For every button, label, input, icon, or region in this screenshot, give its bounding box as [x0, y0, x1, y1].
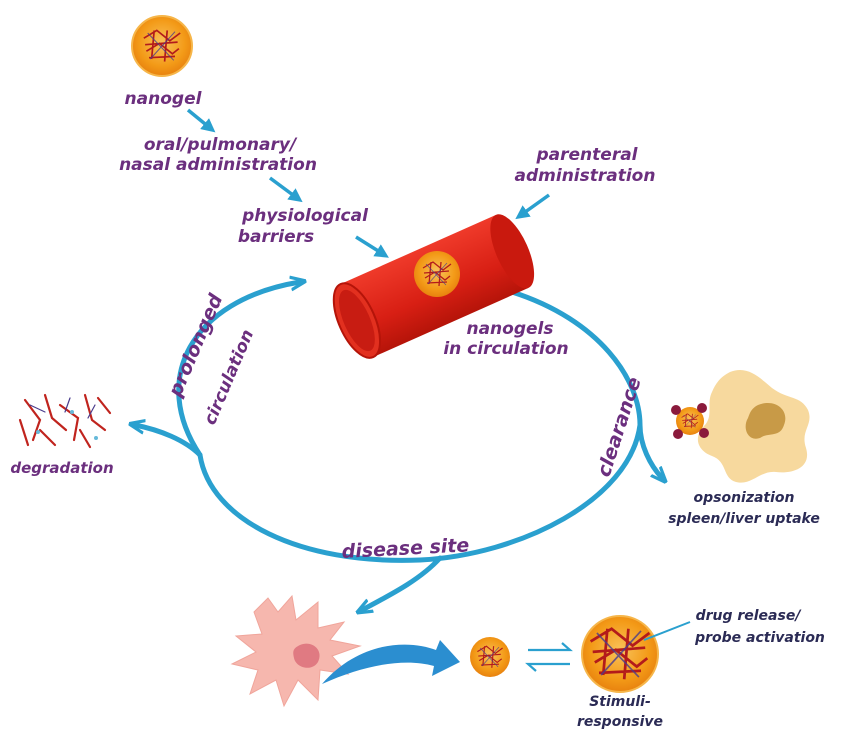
macrophage-icon: [671, 370, 810, 483]
opsonization-label-line2: spleen/liver uptake: [668, 511, 820, 527]
nanogel-label: nanogel: [125, 89, 203, 109]
arrow-to-physio: [268, 176, 303, 203]
uptake-arrow-icon: [322, 640, 460, 684]
arrow-to-vessel-parenteral: [515, 193, 551, 220]
nanogel-in-vessel-icon: [414, 251, 460, 297]
nanogel-icon: [131, 15, 193, 77]
drug-release-pointer: [643, 621, 691, 641]
circulation-loop: [135, 282, 662, 610]
stimuli-responsive-nanogel-icon: [581, 615, 659, 693]
opsonization-label-line1: opsonization: [693, 490, 794, 506]
parenteral-label-line1: parenteral: [536, 145, 639, 165]
stimuli-label-line1: Stimuli-: [589, 694, 651, 710]
parenteral-label-line2: administration: [515, 166, 656, 186]
blood-vessel-icon: [332, 214, 535, 359]
physio-label-line2: barriers: [238, 227, 314, 247]
physio-label-line1: physiological: [241, 206, 369, 226]
oral-label-line2: nasal administration: [119, 155, 317, 175]
drug-release-label-line2: probe activation: [694, 630, 825, 646]
in-circulation-label-line1: nanogels: [466, 319, 553, 339]
arrow-to-vessel-physio: [355, 235, 389, 258]
arrow-to-oral: [186, 108, 216, 133]
equilibrium-arrows-icon: [525, 642, 573, 672]
degraded-polymer-icon: [18, 393, 112, 449]
oral-label-line1: oral/pulmonary/: [144, 135, 298, 155]
tumor-cell-icon: [230, 594, 362, 708]
in-circulation-label-line2: in circulation: [443, 339, 568, 359]
degradation-label: degradation: [10, 459, 113, 477]
opsonized-nanogel-icon: [671, 403, 709, 439]
nanogel-disease-site-icon: [470, 637, 510, 677]
drug-release-label-line1: drug release/: [696, 608, 803, 624]
stimuli-label-line2: responsive: [577, 714, 663, 729]
